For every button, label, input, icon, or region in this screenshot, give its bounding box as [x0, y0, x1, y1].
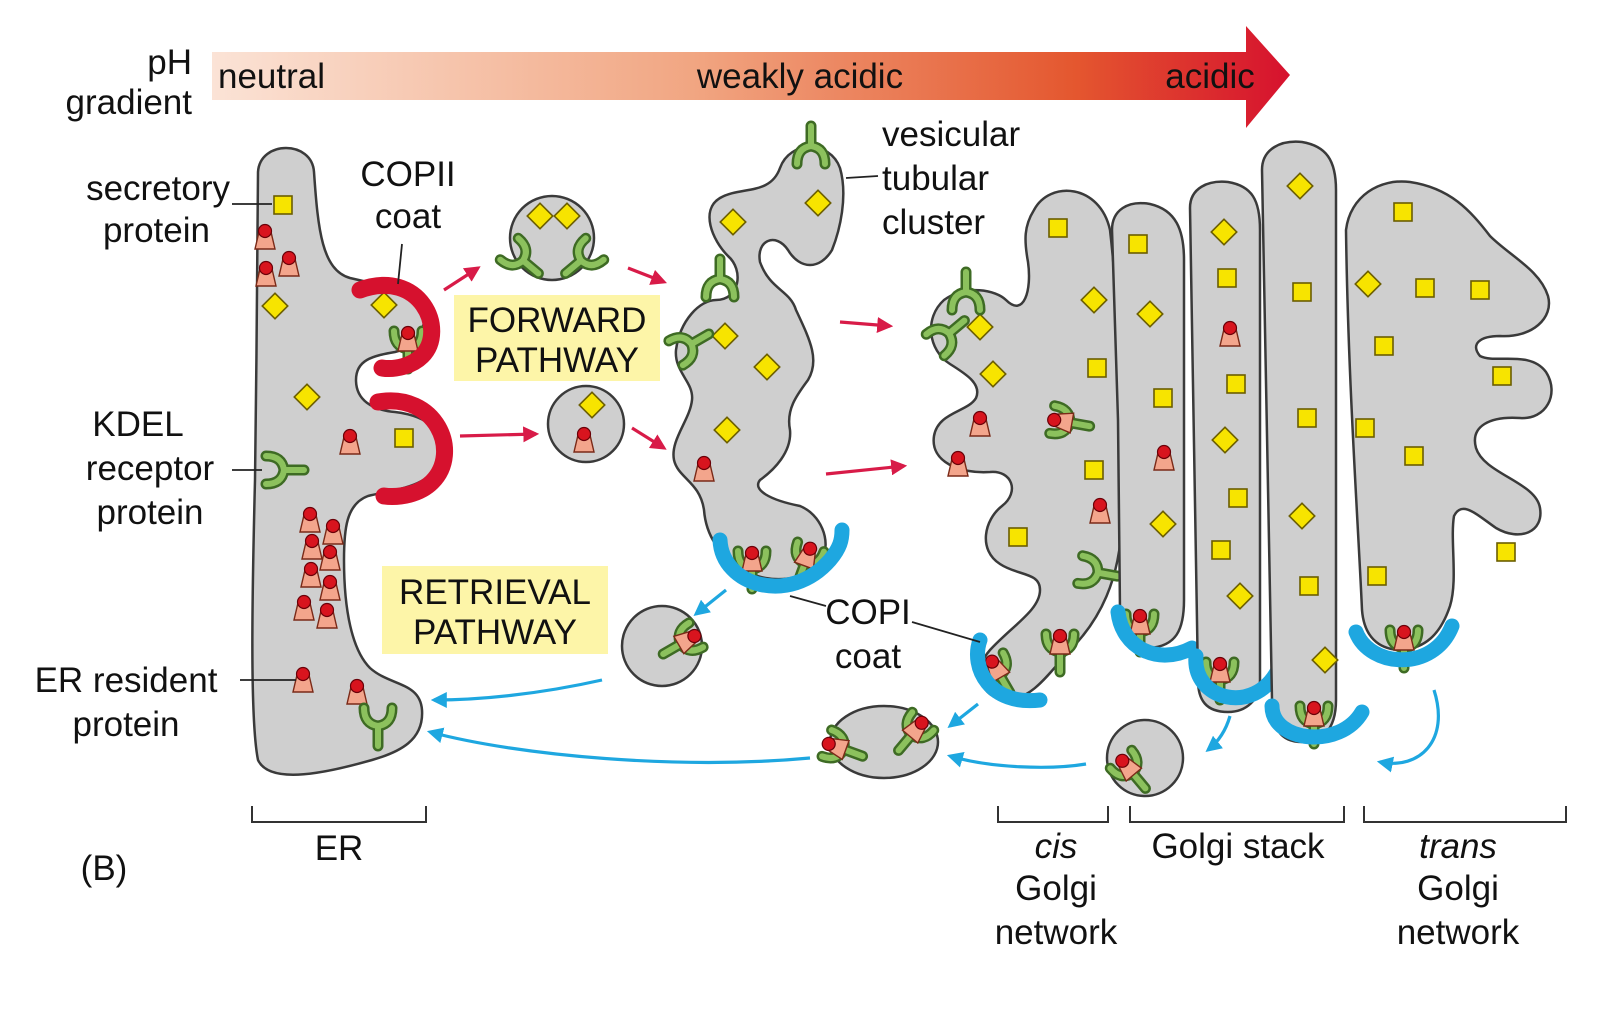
copii-leader: [397, 243, 403, 285]
kdel-label-1: KDEL: [92, 405, 183, 444]
forward-arrow-3: [627, 266, 667, 285]
retrieval-arrow-3: [426, 727, 811, 764]
retrieval-arrow-5: [946, 752, 1087, 769]
vtc-label-1: vesicular: [882, 115, 1020, 154]
ph-acidic-label: acidic: [1165, 57, 1254, 96]
copii-label-2: coat: [375, 197, 441, 236]
copi-coat-stack-2: [1188, 648, 1286, 705]
trans-label-2: Golgi: [1417, 869, 1499, 908]
ph-gradient-arrow: [212, 26, 1290, 128]
er-compartment: [251, 146, 453, 776]
copi-coat-stack-3: [1264, 698, 1370, 745]
retrieval-pathway-line2: PATHWAY: [413, 613, 577, 652]
vtc-leader: [845, 175, 879, 179]
retrieval-pathway-line1: RETRIEVAL: [399, 573, 591, 612]
ph-weakly-acidic-label: weakly acidic: [696, 57, 903, 96]
cis-label-3: network: [995, 913, 1118, 952]
secretory-label-2: protein: [103, 211, 210, 250]
retrieval-arrow-6: [1205, 715, 1232, 752]
copi-leader-right: [911, 621, 981, 643]
cis-label-1: cis: [1035, 827, 1078, 866]
vtc-label-2: tubular: [882, 159, 989, 198]
golgi-stack-label: Golgi stack: [1151, 827, 1325, 866]
callout-copii-coat: COPII coat: [360, 155, 456, 285]
cis-label-2: Golgi: [1015, 869, 1097, 908]
trans-label-1: trans: [1419, 827, 1497, 866]
ph-gradient-title: pH: [147, 43, 192, 82]
ph-gradient-title-2: gradient: [66, 83, 193, 122]
retrieval-arrow-1: [693, 588, 727, 616]
callout-copi-coat: COPI coat: [789, 593, 981, 676]
forward-arrow-5: [839, 317, 894, 333]
compartment-trans-golgi: trans Golgi network: [1363, 806, 1567, 952]
golgi-cisterna-1: [1110, 201, 1186, 650]
forward-arrow-4: [631, 426, 667, 450]
trans-label-3: network: [1397, 913, 1520, 952]
trans-golgi-network: [1344, 180, 1553, 668]
kdel-label-3: protein: [96, 493, 203, 532]
forward-pathway-line2: PATHWAY: [475, 341, 639, 380]
vtc-label-3: cluster: [882, 203, 985, 242]
callout-secretory-protein: secretory protein: [86, 169, 272, 250]
compartment-cis-golgi: cis Golgi network: [995, 806, 1118, 952]
secretory-label-1: secretory: [86, 169, 230, 208]
retrieval-pathway-label: RETRIEVAL PATHWAY: [382, 566, 608, 654]
copi-leader-left: [789, 595, 827, 607]
ph-gradient: pH gradient neutral weakly acidic acidic: [66, 26, 1290, 128]
compartment-golgi-stack: Golgi stack: [1129, 806, 1345, 866]
ph-neutral-label: neutral: [218, 57, 325, 96]
forward-pathway-line1: FORWARD: [468, 301, 647, 340]
copi-coat-vtc: [712, 522, 850, 594]
er-resident-label-2: protein: [72, 705, 179, 744]
forward-pathway-label: FORWARD PATHWAY: [454, 295, 660, 381]
callout-kdel-receptor: KDEL receptor protein: [86, 405, 262, 532]
panel-label: (B): [81, 849, 128, 888]
cis-golgi-membrane: [929, 189, 1124, 702]
forward-arrow-2: [459, 426, 540, 443]
copi-vesicles: [620, 604, 1185, 797]
retrieval-arrow-7: [1376, 689, 1440, 773]
forward-arrows: [443, 266, 908, 476]
copii-label-1: COPII: [360, 155, 455, 194]
kdel-label-2: receptor: [86, 449, 215, 488]
compartment-er: ER: [251, 806, 427, 868]
retrieval-arrow-2: [430, 678, 603, 708]
er-resident-label-1: ER resident: [35, 661, 218, 700]
cis-golgi-network: [926, 189, 1124, 709]
forward-arrow-6: [825, 459, 908, 476]
golgi-stack: [1110, 140, 1370, 745]
callout-vtc: vesicular tubular cluster: [845, 115, 1020, 242]
callout-er-resident: ER resident protein: [35, 661, 296, 744]
copii-coat-upper: [351, 276, 441, 377]
copii-coat-lower: [369, 392, 453, 505]
copi-coat-trans: [1348, 618, 1460, 668]
copi-label-1: COPI: [825, 593, 911, 632]
copii-vesicles: [500, 194, 626, 464]
vesicular-tubular-cluster: [669, 126, 850, 594]
copi-coat-stack-1: [1110, 604, 1200, 663]
forward-arrow-1: [443, 266, 481, 292]
retrieval-arrows: [426, 588, 1440, 773]
copi-coat-cis: [970, 632, 1048, 709]
er-label: ER: [315, 829, 364, 868]
retrieval-arrow-4: [947, 702, 979, 728]
copi-label-2: coat: [835, 637, 901, 676]
